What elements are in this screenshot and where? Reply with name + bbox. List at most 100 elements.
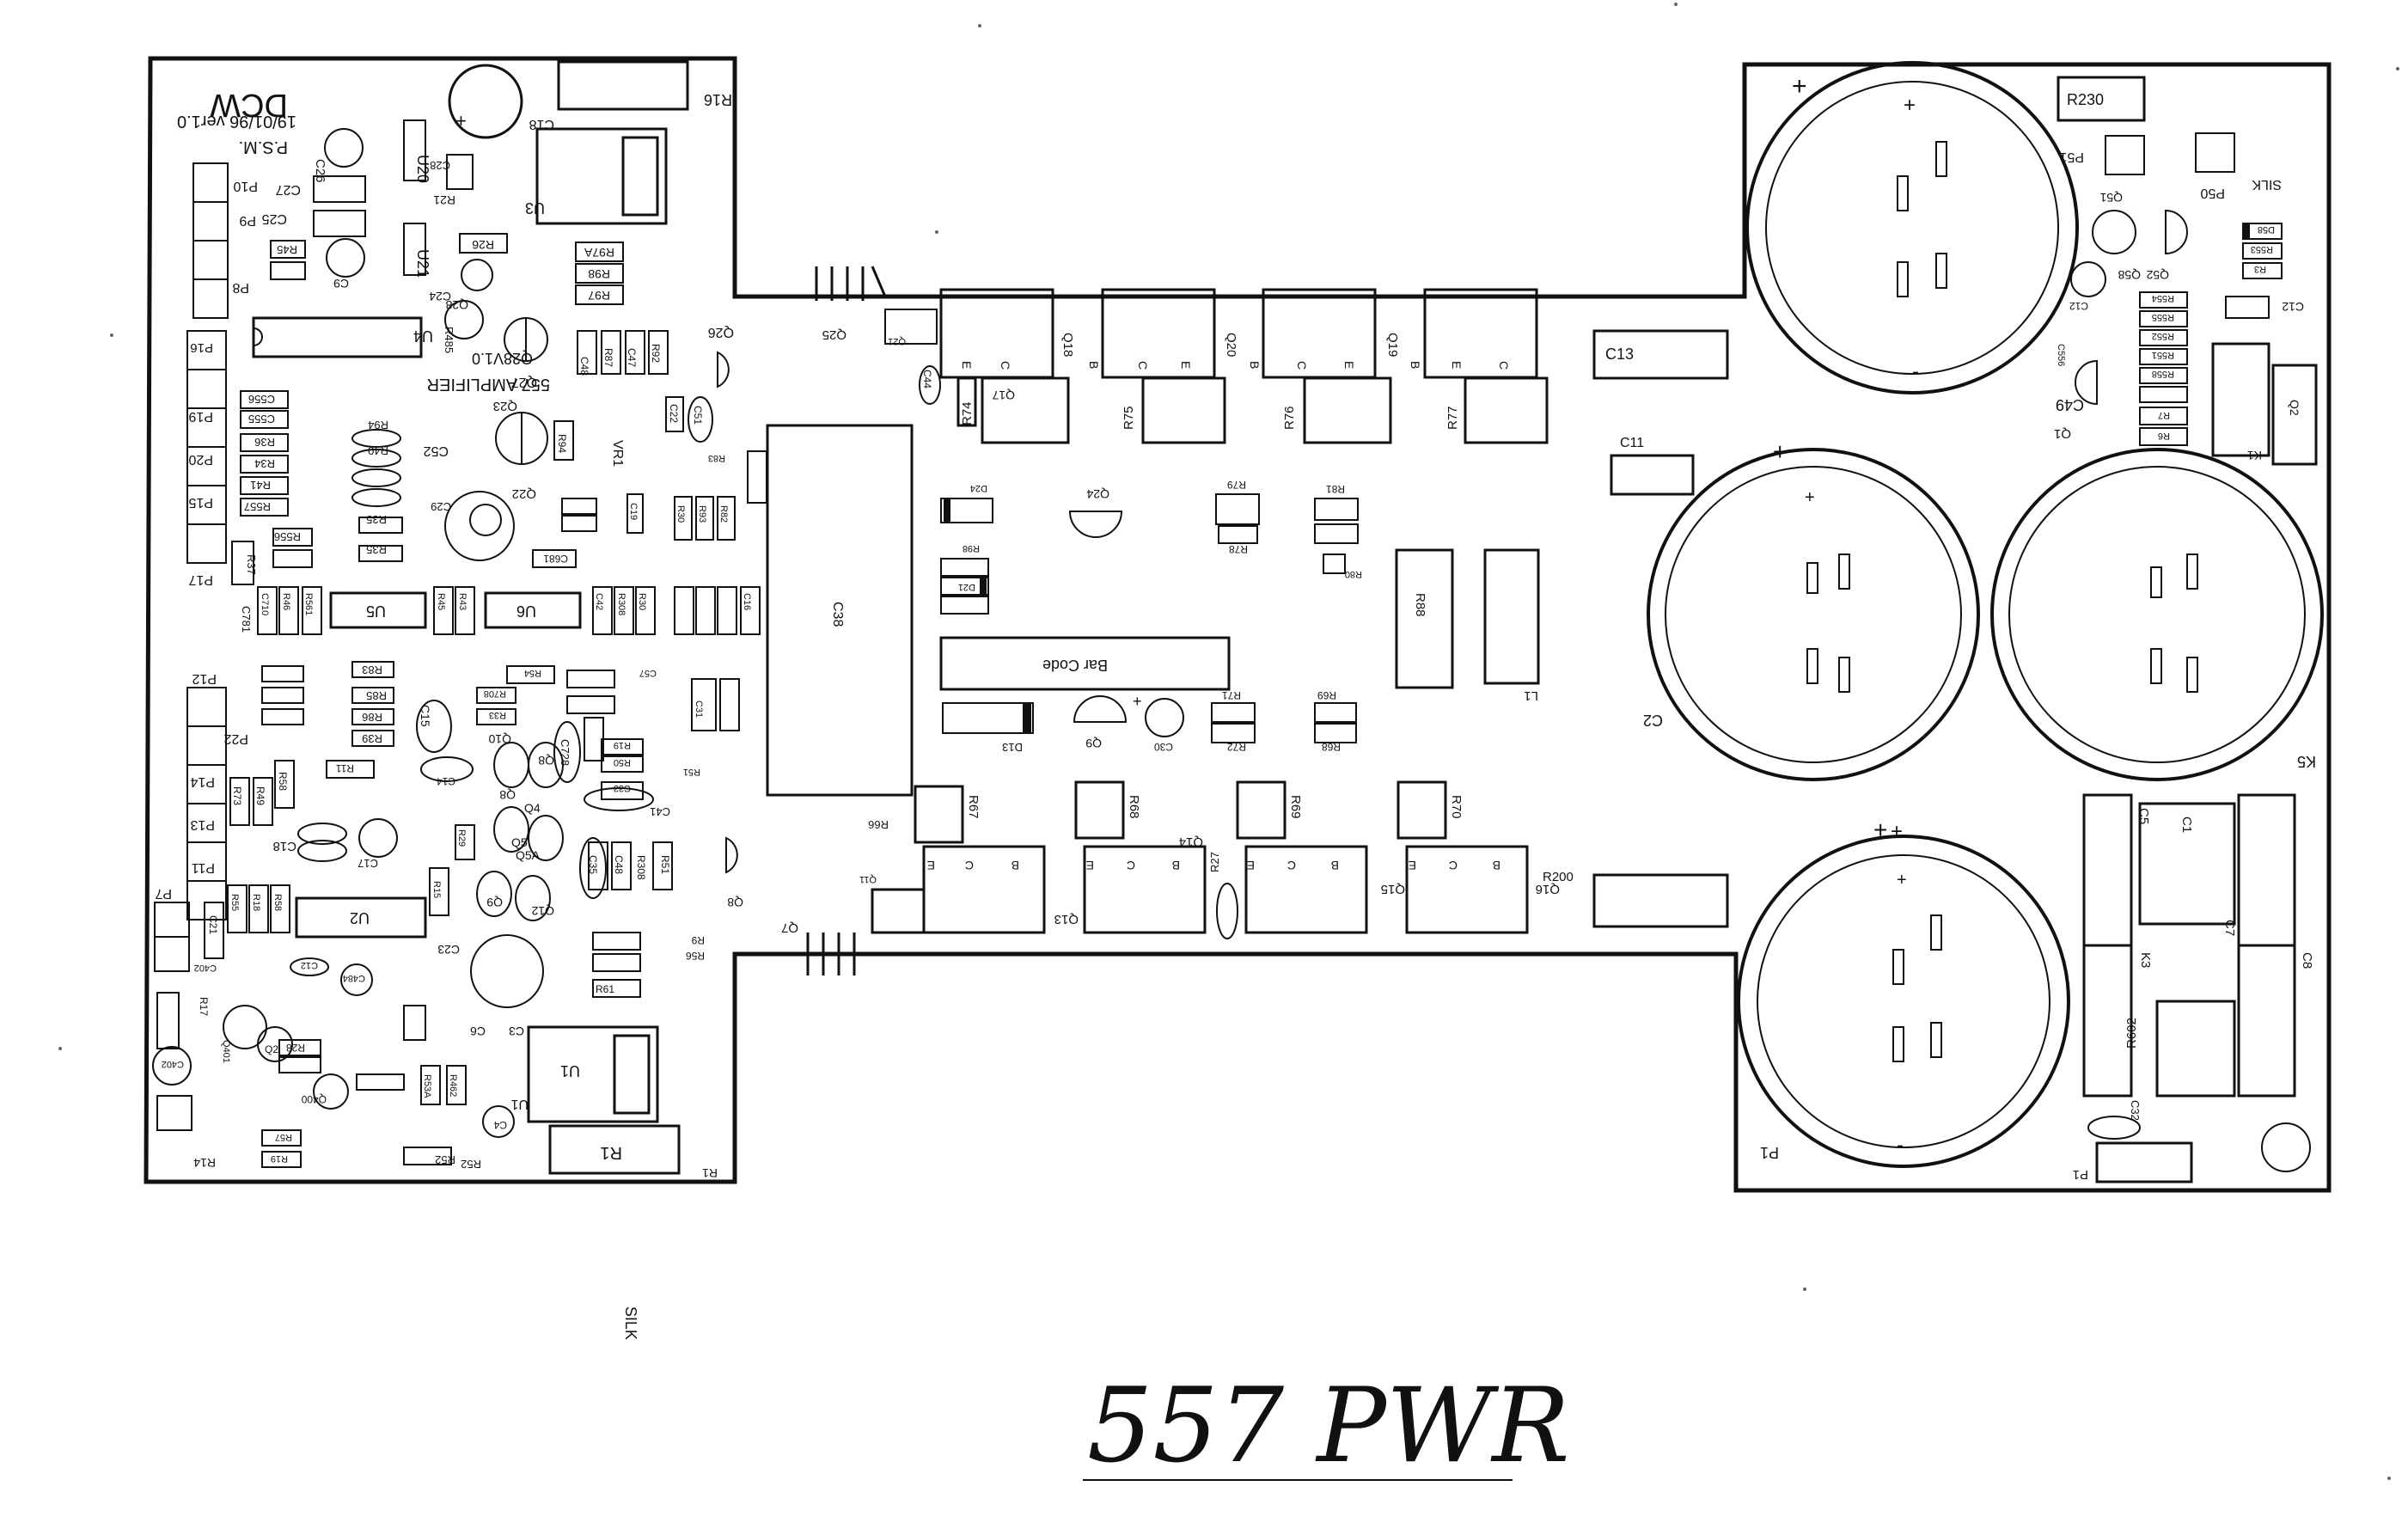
label-u6: U6 (516, 602, 536, 620)
label-r16: R16 (704, 91, 732, 108)
label-l1: L1 (1524, 688, 1538, 703)
label-c30: C38 (830, 602, 845, 627)
label-c33: C41 (650, 805, 670, 818)
label-r81: R81 (1326, 483, 1345, 495)
label-c48: C48 (578, 357, 590, 376)
label-u20: U20 (414, 155, 431, 183)
transistor-q21-pad (884, 309, 938, 345)
resistor-r97 (575, 284, 624, 305)
label-q23: Q23 (493, 399, 517, 413)
label-r45: R561 (303, 593, 314, 615)
label-r14b: R52 (461, 1158, 481, 1171)
label-u3: U3 (525, 199, 545, 217)
label-r28: R55 (229, 894, 240, 911)
label-q52: Q52 (2146, 268, 2169, 282)
silk-label-bottom: SILK (622, 1306, 639, 1340)
pin-b-q18: B (1087, 361, 1101, 369)
resistor-r98 (575, 263, 624, 284)
label-q8: Q8 (538, 754, 554, 768)
label-r69: R69 (1288, 795, 1303, 819)
label-q2: Q2 (265, 1043, 278, 1055)
label-k3: R602 (2124, 1018, 2139, 1049)
relay-q2-pad (2271, 364, 2318, 466)
transistor-q52 (2165, 209, 2188, 255)
pin-c-r77: C (1497, 361, 1511, 370)
label-r29: R73 (231, 786, 243, 805)
label-r558: R558 (2152, 369, 2174, 379)
c32-minus: - (1897, 1134, 1904, 1157)
label-r17: R18 (251, 894, 261, 911)
label-r68c: R68 (1322, 741, 1341, 753)
label-r74: R74 (960, 401, 975, 425)
label-q18: Q18 (1060, 333, 1075, 357)
cap-c44 (919, 365, 941, 405)
label-r23b: R58 (272, 894, 283, 911)
label-c27: C27 (276, 182, 301, 197)
diode-d24-band (944, 498, 950, 523)
label-q4: Q4 (524, 801, 541, 815)
smd-cluster-lower-left (229, 661, 394, 826)
ic-u1-body (527, 1025, 659, 1123)
label-r21: R21 (433, 193, 455, 207)
label-c41: C728 (559, 739, 571, 766)
diode-d21-band (980, 578, 987, 595)
label-q401: Q401 (221, 1040, 231, 1063)
label-c26: C26 (313, 159, 327, 183)
label-p17: P17 (188, 572, 213, 587)
pad-p51 (2105, 135, 2145, 175)
ic-u5-body (329, 591, 427, 629)
resistor-r27 (1216, 883, 1238, 939)
transistor-q24 (1068, 511, 1123, 538)
label-r77: R77 (1445, 406, 1460, 430)
label-r53a: R61 (596, 983, 614, 995)
label-c51: C51 (692, 406, 704, 425)
label-p10: P10 (233, 179, 258, 193)
resistor-string-r40 (351, 429, 401, 507)
label-c14: C17 (358, 857, 378, 870)
label-r485: R485 (443, 327, 455, 353)
label-r55: R29 (456, 829, 467, 847)
c13-plus-2: + (1805, 488, 1815, 507)
smd-r64-cluster (561, 493, 736, 541)
capacitor-c32-outer (1737, 835, 2070, 1168)
pin-c-q18: C (999, 361, 1012, 370)
transistor-cluster-mid (476, 742, 564, 921)
resistor-r16-body (557, 60, 689, 111)
label-q400: Q400 (301, 1093, 327, 1105)
label-r5: R462 (448, 1074, 458, 1097)
smd-cluster-bottom-left (156, 992, 467, 1168)
capacitor-c13-inner (1665, 466, 1962, 763)
label-k5: C1 (2179, 816, 2194, 833)
label-r66: R66 (868, 818, 889, 831)
label-u2: U2 (350, 909, 370, 927)
label-c47: C47 (626, 348, 638, 367)
capacitor-c38 (1145, 698, 1184, 737)
label-r200: R200 (1543, 870, 1574, 884)
cap-c14 (358, 818, 398, 858)
header-p10-strip (193, 162, 229, 319)
label-q22: Q22 (512, 486, 536, 501)
barcode-area (939, 636, 1231, 691)
cap-c23 (340, 963, 373, 996)
label-q58: Q58 (2118, 268, 2141, 282)
label-r98c: R98 (963, 543, 980, 553)
smd-cluster-mid (476, 665, 740, 890)
label-c1: K3 (2138, 952, 2153, 968)
label-q9: Q9 (486, 896, 503, 909)
c54-plus-2: + (1904, 94, 1916, 117)
board-date-version: 19/01/96 ver1.0 (177, 112, 296, 131)
label-r481: R57 (275, 1132, 292, 1142)
label-c32: P1 (1760, 1144, 1779, 1161)
label-c54: C49 (2056, 396, 2084, 413)
resistor-r2 (1592, 329, 1729, 380)
label-r46: R37 (245, 554, 258, 575)
label-r94: R94 (556, 434, 568, 453)
scan-noise (58, 3, 2399, 1480)
label-c484: C402 (194, 963, 217, 973)
label-r83c: R83 (708, 453, 725, 463)
cap-c15b (297, 840, 347, 862)
resistor-r80 (1323, 553, 1346, 574)
label-q51: Q51 (2099, 191, 2123, 205)
label-r41: R40 (368, 444, 388, 457)
resistor-r230 (2057, 76, 2146, 122)
